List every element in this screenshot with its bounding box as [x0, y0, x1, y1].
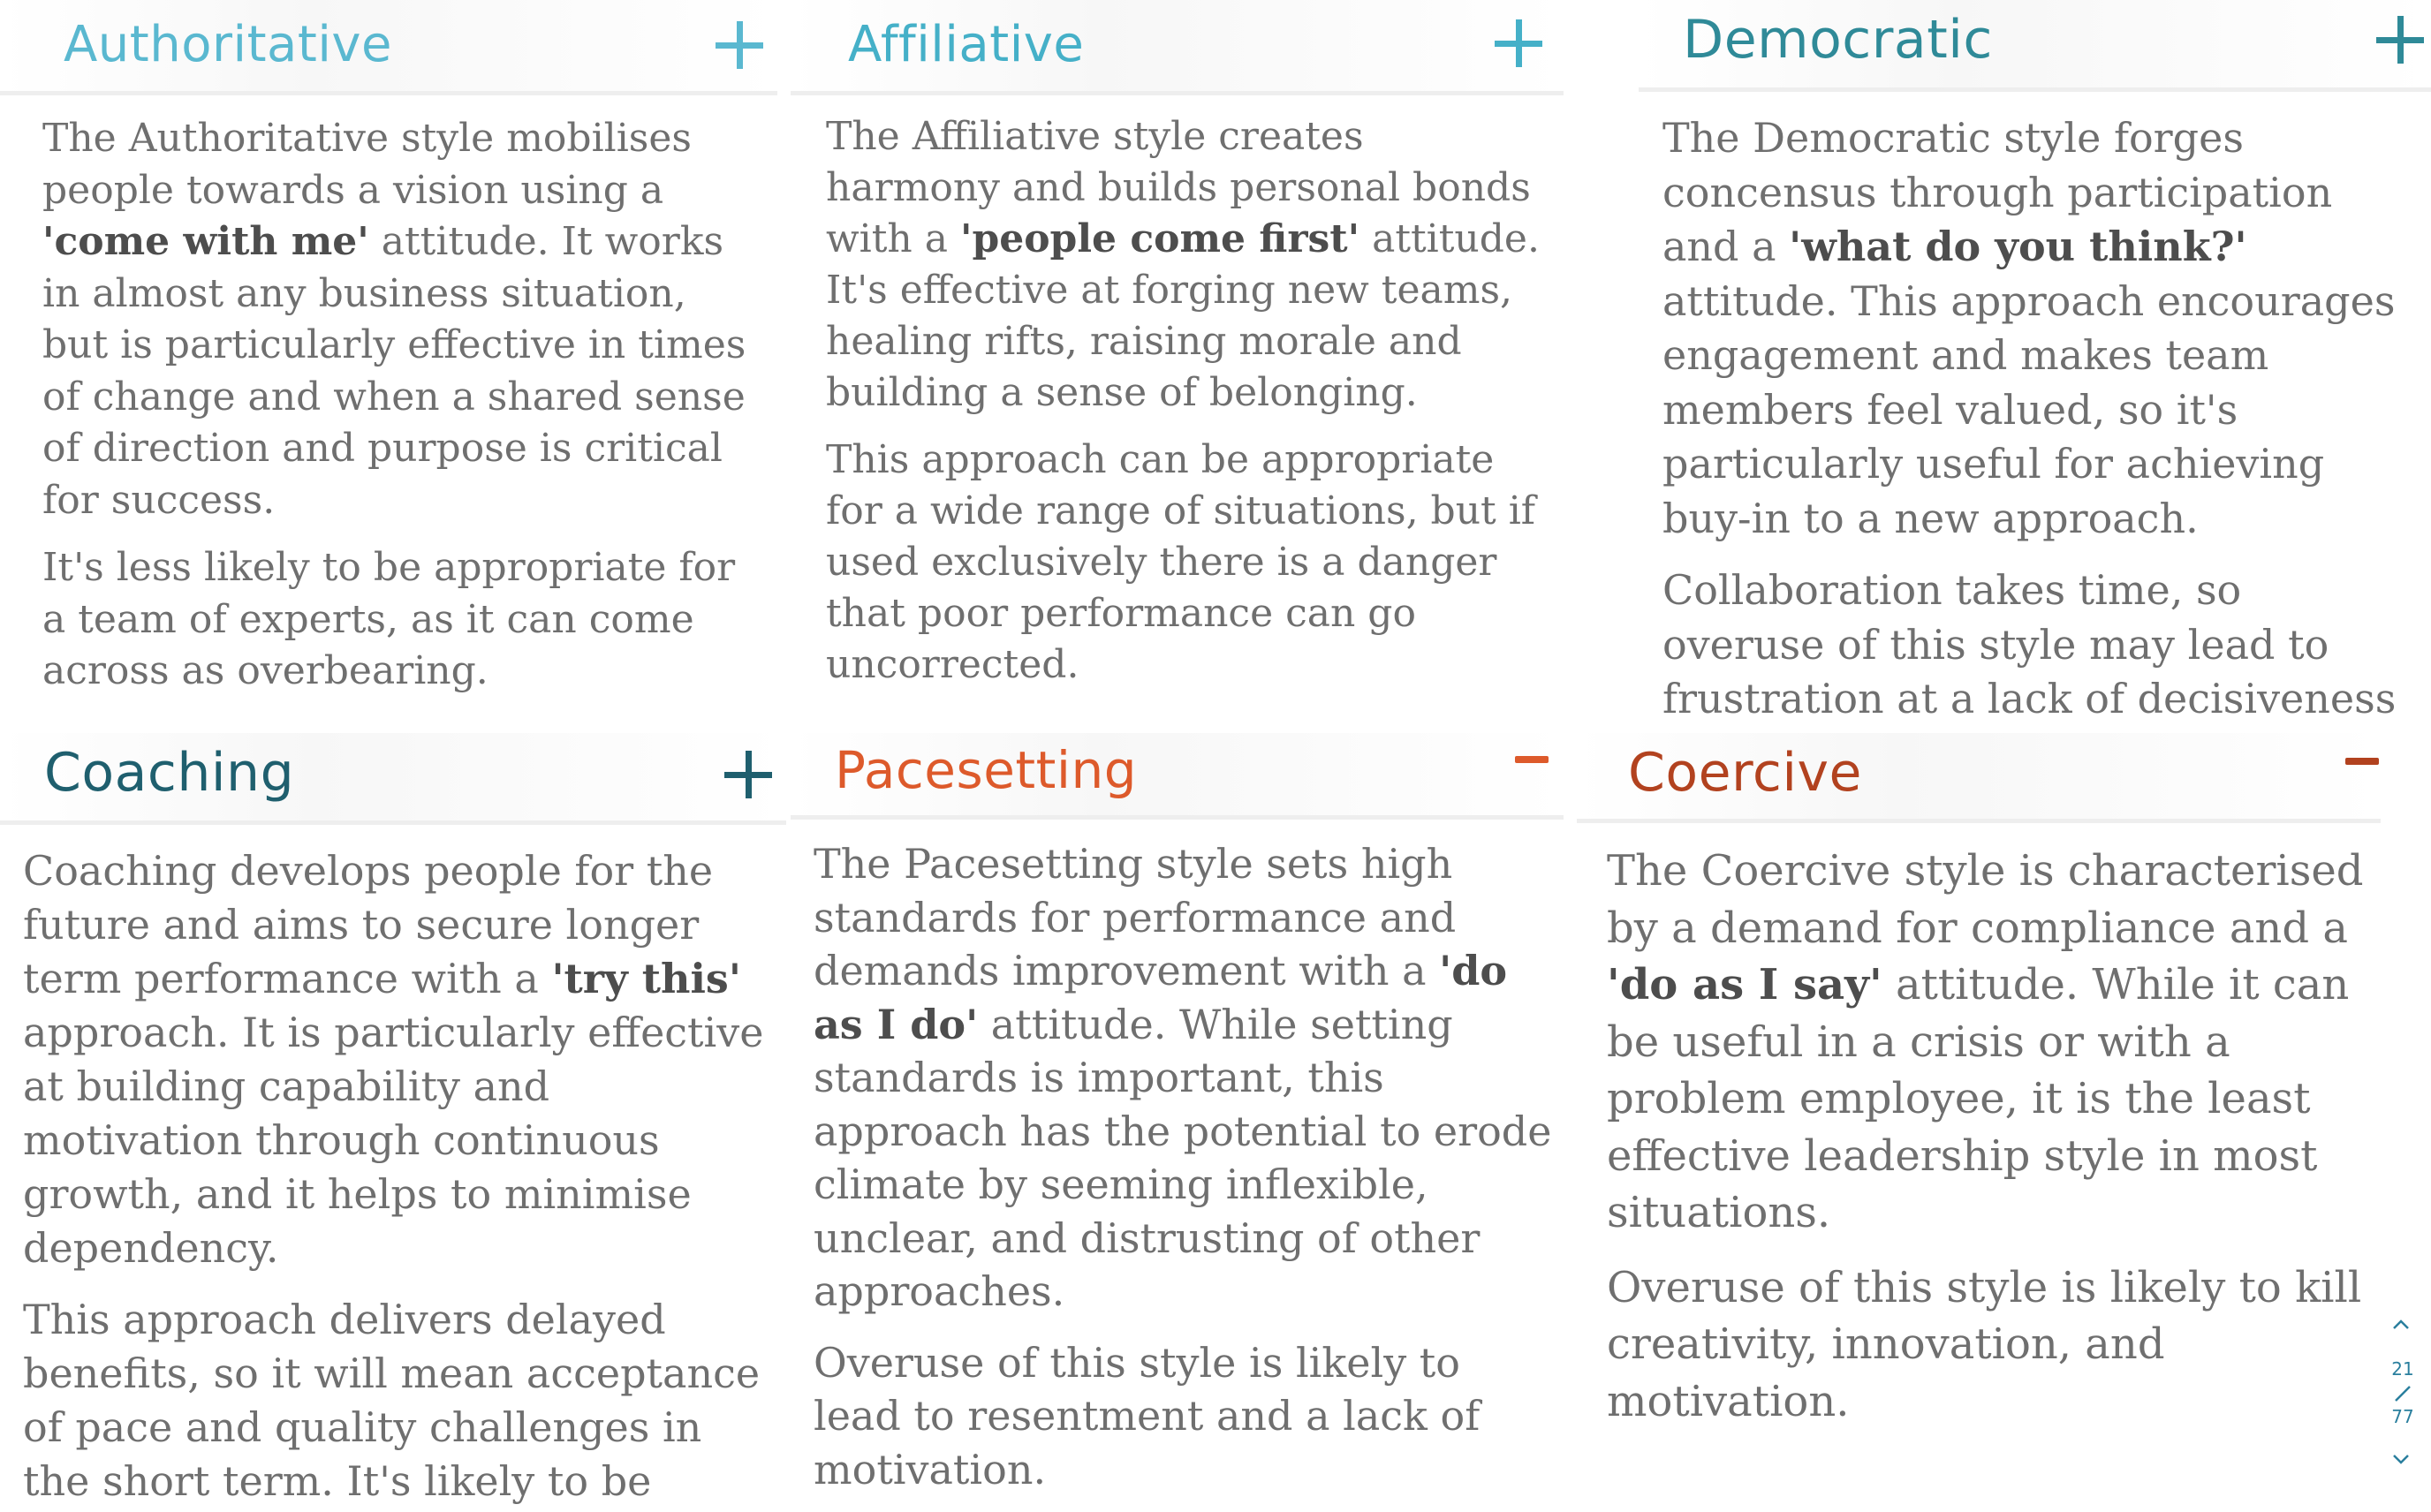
collapse-icon[interactable] — [1508, 735, 1556, 782]
expand-icon[interactable] — [2376, 16, 2424, 64]
card-democratic: Democratic The Democratic style forges c… — [1639, 0, 2431, 777]
card-header[interactable]: Authoritative — [0, 0, 777, 95]
card-paragraph: Overuse of this style is likely to kill … — [1607, 1262, 2362, 1426]
card-paragraph: Overuse of this style is likely to lead … — [814, 1338, 1481, 1493]
card-paragraph: The Democratic style forges concensus th… — [1662, 114, 2396, 542]
card-paragraph: The Pacesetting style sets high standard… — [814, 840, 1552, 1315]
chevron-down-icon[interactable] — [2390, 1448, 2412, 1470]
card-body: The Pacesetting style sets high standard… — [814, 837, 1556, 1496]
card-coaching: Coaching Coaching develops people for th… — [0, 733, 786, 1512]
card-body: The Affiliative style creates harmony an… — [826, 111, 1546, 691]
card-title: Pacesetting — [835, 740, 1138, 800]
card-title: Authoritative — [64, 16, 392, 73]
card-coercive: Coercive The Coercive style is character… — [1577, 733, 2381, 1512]
card-affiliative: Affiliative The Affiliative style create… — [791, 0, 1564, 724]
card-header[interactable]: Coaching — [0, 733, 786, 825]
chevron-up-icon[interactable] — [2390, 1314, 2412, 1335]
expand-icon[interactable] — [716, 21, 763, 69]
card-header[interactable]: Affiliative — [791, 0, 1564, 95]
card-authoritative: Authoritative The Authoritative style mo… — [0, 0, 777, 724]
collapse-icon[interactable] — [2338, 737, 2386, 784]
card-paragraph: The Authoritative style mobilises people… — [42, 116, 746, 523]
card-body: The Coercive style is characterised by a… — [1607, 843, 2375, 1430]
card-paragraph: Coaching develops people for the future … — [23, 847, 764, 1272]
card-body: The Democratic style forges concensus th… — [1662, 111, 2404, 781]
page-separator — [2395, 1386, 2411, 1402]
card-title: Coercive — [1628, 742, 1862, 804]
card-header[interactable]: Coercive — [1577, 733, 2381, 823]
card-header[interactable]: Democratic — [1639, 0, 2431, 92]
card-paragraph: The Coercive style is characterised by a… — [1607, 846, 2364, 1237]
card-paragraph: The Affiliative style creates harmony an… — [826, 114, 1540, 415]
current-page-number: 21 — [2391, 1358, 2414, 1380]
total-page-count: 77 — [2391, 1406, 2414, 1427]
card-paragraph: This approach can be appropriate for a w… — [826, 437, 1536, 687]
expand-icon[interactable] — [724, 751, 772, 798]
card-body: The Authoritative style mobilises people… — [42, 113, 758, 698]
card-body: Coaching develops people for the future … — [23, 844, 774, 1512]
card-paragraph: This approach delivers delayed benefits,… — [23, 1296, 761, 1512]
card-title: Democratic — [1683, 9, 1993, 71]
card-pacesetting: Pacesetting The Pacesetting style sets h… — [791, 733, 1564, 1512]
card-title: Coaching — [44, 742, 295, 804]
card-paragraph: It's less likely to be appropriate for a… — [42, 545, 736, 693]
page-navigator: 21 77 — [2385, 1307, 2420, 1484]
card-title: Affiliative — [848, 16, 1085, 73]
card-header[interactable]: Pacesetting — [791, 733, 1564, 820]
expand-icon[interactable] — [1495, 19, 1542, 67]
